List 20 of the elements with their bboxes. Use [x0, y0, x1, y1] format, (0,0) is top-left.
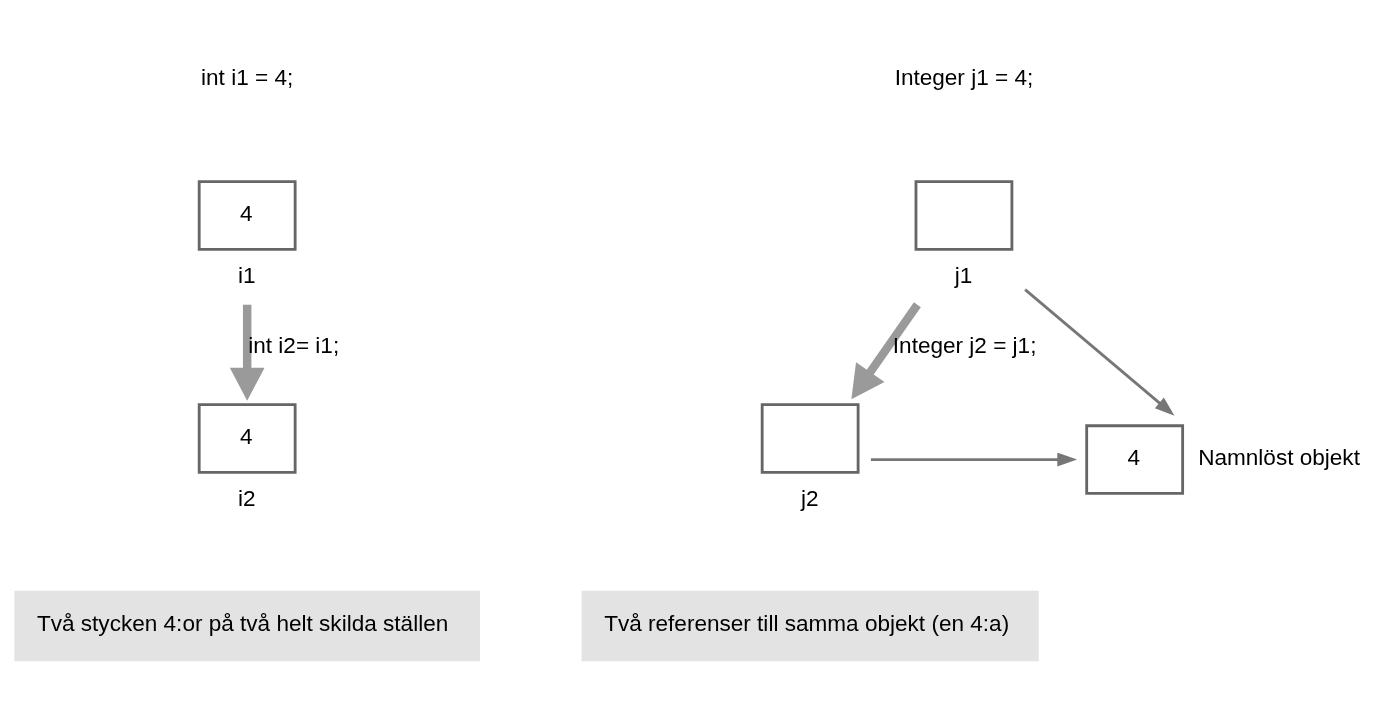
node-box: [914, 180, 1014, 251]
edge-label: int i2= i1;: [248, 333, 340, 359]
arrow: [870, 452, 1078, 467]
node-label: j2: [800, 485, 819, 511]
arrow: [851, 302, 921, 400]
node-label: j1: [954, 262, 973, 288]
arrow: [1024, 288, 1175, 416]
node-box: 4: [197, 403, 297, 474]
node-label: i2: [238, 485, 256, 511]
label: Integer j1 = 4;: [894, 65, 1034, 91]
node-label: Namnlöst objekt: [1198, 444, 1360, 470]
edge-label: Integer j2 = j1;: [892, 333, 1037, 359]
node-box: 4: [1085, 424, 1185, 495]
node-box: 4: [197, 180, 297, 251]
node-label: i1: [238, 262, 256, 288]
arrow: [229, 304, 265, 401]
node-box: Två stycken 4:or på två helt skilda ställen: [14, 590, 480, 662]
node-box: Två referenser till samma objekt (en 4:a): [581, 590, 1039, 662]
node-box: [760, 403, 860, 474]
label: int i1 = 4;: [201, 65, 294, 91]
